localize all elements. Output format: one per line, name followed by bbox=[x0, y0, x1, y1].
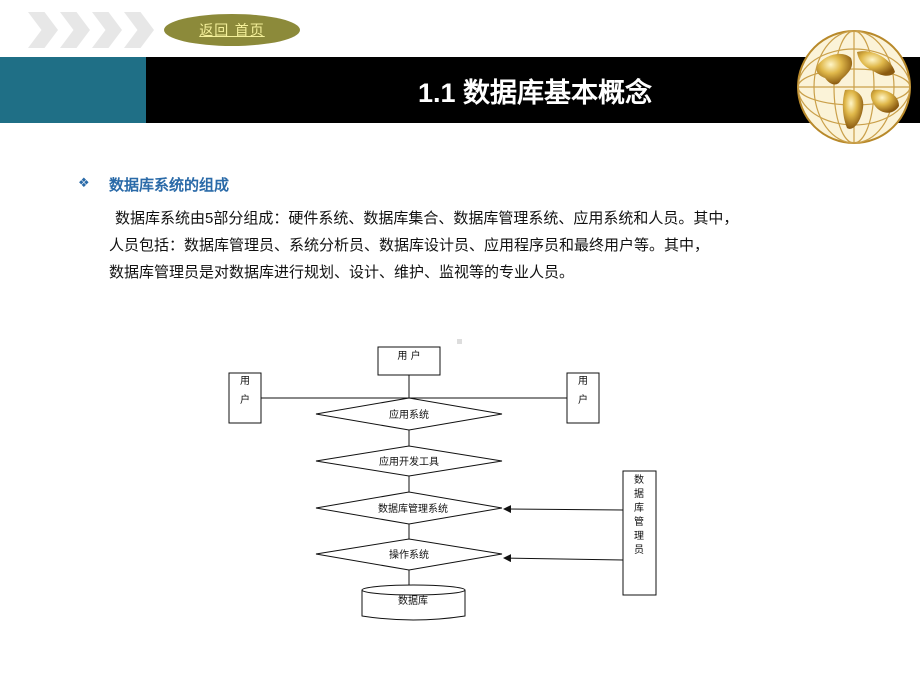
layer-diamond bbox=[315, 445, 503, 477]
left-user-box bbox=[228, 372, 262, 424]
right-user-box bbox=[566, 372, 600, 424]
page-title: 1.1 数据库基本概念 bbox=[417, 77, 653, 108]
title-band-accent bbox=[0, 57, 146, 123]
layer-label: 数据库管理系统 bbox=[378, 502, 448, 515]
layer-diamond bbox=[315, 397, 503, 431]
section-heading: 数据库系统的组成 bbox=[109, 177, 230, 194]
decorative-chevrons bbox=[28, 12, 158, 48]
right-user-label: 用 bbox=[578, 376, 588, 387]
top-user-label: 用 户 bbox=[397, 349, 420, 362]
title-band bbox=[146, 57, 920, 123]
section-paragraph: 数据库系统由5部分组成：硬件系统、数据库集合、数据库管理系统、应用系统和人员。其… bbox=[109, 205, 869, 286]
paragraph-line: 人员包括：数据库管理员、系统分析员、数据库设计员、应用程序员和最终用户等。其中， bbox=[109, 237, 710, 254]
right-user-label: 户 bbox=[578, 393, 588, 406]
layer-label: 应用开发工具 bbox=[379, 455, 439, 468]
layer-label: 应用系统 bbox=[389, 408, 429, 421]
layer-diamond bbox=[315, 491, 503, 525]
paragraph-line: 数据库系统由5部分组成：硬件系统、数据库集合、数据库管理系统、应用系统和人员。其… bbox=[115, 210, 739, 227]
top-user-box bbox=[377, 346, 441, 376]
layer-diamond bbox=[315, 538, 503, 571]
dba-label: 据 bbox=[634, 487, 644, 500]
globe-icon bbox=[797, 30, 911, 144]
chevron-icon bbox=[124, 12, 154, 48]
left-user-label: 户 bbox=[240, 393, 250, 406]
database-cylinder bbox=[361, 590, 466, 621]
dba-label: 库 bbox=[634, 501, 644, 514]
left-user-label: 用 bbox=[240, 376, 250, 387]
dba-label: 员 bbox=[634, 544, 644, 556]
dba-label: 数 bbox=[634, 473, 644, 486]
return-home-link[interactable]: 返回 首页 bbox=[164, 14, 300, 46]
paragraph-line: 数据库管理员是对数据库进行规划、设计、维护、监视等的专业人员。 bbox=[109, 264, 575, 281]
bullet-icon: ❖ bbox=[78, 176, 90, 191]
database-label: 数据库 bbox=[398, 594, 428, 607]
dba-label: 管 bbox=[634, 515, 644, 528]
layer-label: 操作系统 bbox=[389, 548, 429, 561]
dba-box bbox=[622, 470, 657, 596]
chevron-icon bbox=[60, 12, 90, 48]
chevron-icon bbox=[92, 12, 122, 48]
chevron-icon bbox=[28, 12, 58, 48]
dba-label: 理 bbox=[634, 530, 644, 542]
